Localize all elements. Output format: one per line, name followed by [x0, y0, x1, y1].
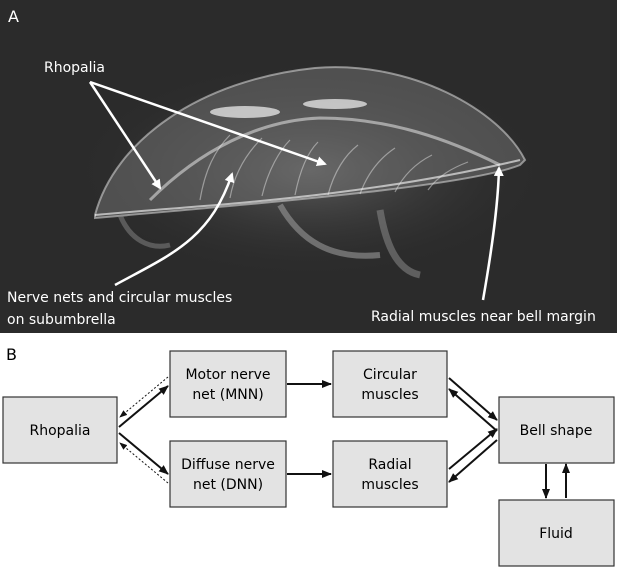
- svg-text:muscles: muscles: [361, 387, 418, 403]
- diffuse-nerve-net-box: Diffuse nerve net (DNN): [169, 440, 287, 508]
- arrow-mnn-to-rhopalia-dotted: [119, 376, 169, 418]
- panel-a-label: A: [8, 7, 19, 26]
- jellyfish-bell: [70, 60, 550, 280]
- svg-text:Diffuse nerve: Diffuse nerve: [181, 457, 275, 473]
- svg-text:Circular: Circular: [363, 367, 417, 383]
- circular-muscles-box: Circular muscles: [332, 350, 448, 418]
- arrow-radial-to-bell: [448, 428, 498, 470]
- radial-muscle-annotation: Radial muscles near bell margin: [371, 309, 596, 325]
- arrow-rhopalia-to-mnn: [118, 385, 169, 428]
- svg-text:Motor nerve: Motor nerve: [185, 367, 270, 383]
- rhopalia-arrow-left: [88, 81, 162, 190]
- arrow-rhopalia-to-dnn: [118, 432, 169, 475]
- svg-text:Bell shape: Bell shape: [520, 423, 593, 439]
- nerve-net-annotation-line1: Nerve nets and circular muscles: [7, 290, 232, 306]
- jellyfish-photo-panel: A Rhopalia Nerve nets and circular muscl…: [0, 0, 617, 333]
- svg-text:Rhopalia: Rhopalia: [30, 423, 91, 439]
- arrow-bell-to-circular: [448, 388, 498, 432]
- radial-muscle-arrow: [481, 166, 504, 301]
- rhopalia-arrow-right: [89, 80, 327, 167]
- nerve-net-arrow: [114, 172, 235, 287]
- arrow-circular-to-bell: [448, 377, 498, 421]
- radial-muscles-box: Radial muscles: [332, 440, 448, 508]
- panel-b-label: B: [6, 345, 17, 364]
- svg-text:net (DNN): net (DNN): [193, 477, 263, 493]
- motor-nerve-net-box: Motor nerve net (MNN): [169, 350, 287, 418]
- bell-shape-box: Bell shape: [498, 396, 615, 464]
- arrow-dnn-to-rhopalia-dotted: [119, 442, 169, 484]
- svg-text:Fluid: Fluid: [539, 526, 573, 542]
- svg-text:Radial: Radial: [368, 457, 411, 473]
- svg-text:net (MNN): net (MNN): [192, 387, 263, 403]
- rhopalia-annotation: Rhopalia: [44, 60, 105, 76]
- fluid-box: Fluid: [498, 499, 615, 567]
- arrow-bell-to-radial: [448, 439, 498, 483]
- control-diagram-panel: B Rhopalia Motor nerve net (MNN) Diffuse…: [2, 345, 615, 567]
- rhopalia-box: Rhopalia: [2, 396, 118, 464]
- nerve-net-annotation-line2: on subumbrella: [7, 312, 116, 328]
- svg-text:muscles: muscles: [361, 477, 418, 493]
